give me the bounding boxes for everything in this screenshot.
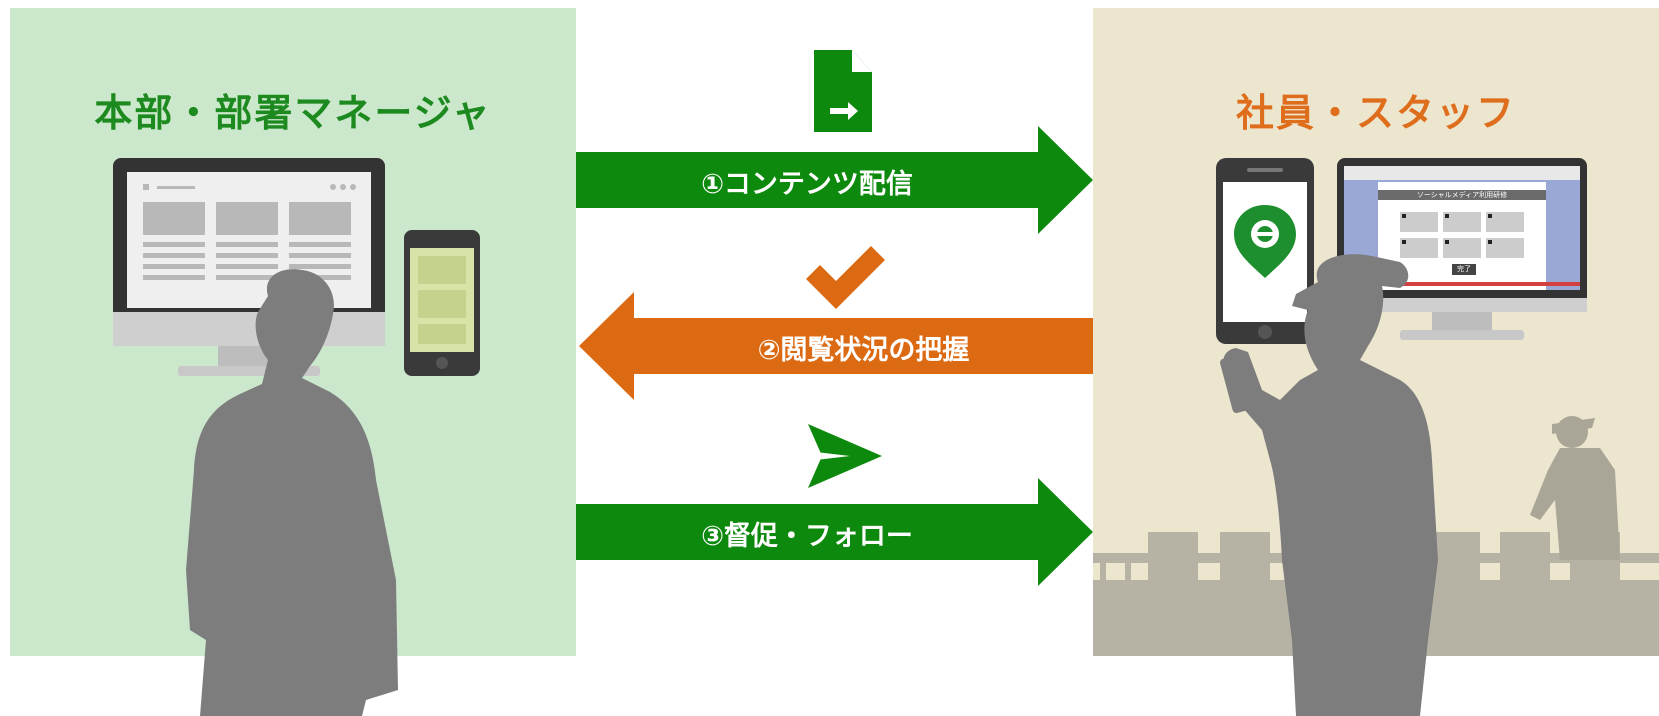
staff-screen-header: ソーシャルメディア利用研修: [1416, 191, 1508, 199]
reminder-label: ③督促・フォロー: [701, 521, 913, 552]
content-delivery-label: ①コンテンツ配信: [701, 169, 913, 200]
staff-smartphone: [1216, 158, 1314, 344]
flow-arrow-content-delivery: [576, 126, 1093, 234]
manager-title: 本部・部署マネージャ: [94, 91, 492, 135]
checkmark-icon: [806, 246, 885, 309]
manager-desktop-monitor: [113, 158, 385, 376]
view-status-label: ②閲覧状況の把握: [757, 335, 970, 366]
staff-silhouette: [1220, 254, 1438, 716]
staff-title: 社員・スタッフ: [1235, 91, 1516, 135]
file-send-icon: [814, 50, 872, 132]
paper-plane-icon: [808, 424, 882, 488]
staff-screen-button: 完了: [1457, 265, 1471, 273]
manager-silhouette: [186, 269, 398, 716]
background-worker-silhouette: [1530, 416, 1620, 560]
manager-smartphone: [404, 230, 480, 376]
flow-arrow-reminder: [576, 478, 1093, 586]
flow-arrow-view-status: [579, 292, 1093, 400]
